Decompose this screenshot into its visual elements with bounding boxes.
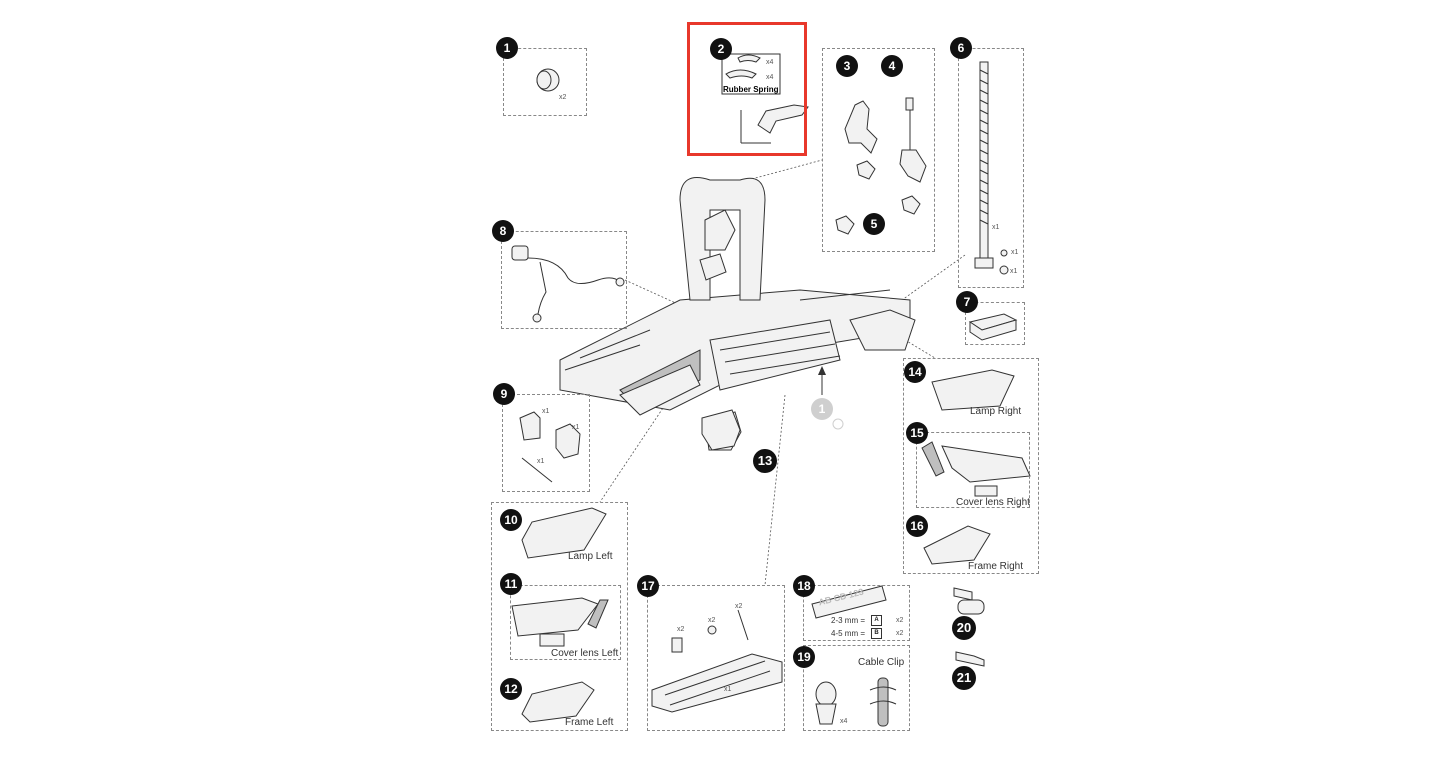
bike-carrier-assembly — [559, 177, 916, 451]
qty-part-1: x2 — [559, 94, 567, 101]
label-lamp-left: Lamp Left — [568, 551, 613, 562]
label-cover-lens-left: Cover lens Left — [551, 648, 619, 659]
part-17-box — [647, 585, 785, 731]
qty-part-17c: x2 — [735, 603, 743, 610]
label-cable-clip: Cable Clip — [858, 657, 905, 668]
housing-part — [701, 409, 741, 451]
qty-part-17b: x2 — [708, 617, 716, 624]
highlight-frame-part-2 — [687, 22, 807, 156]
label-frame-right: Frame Right — [968, 561, 1024, 572]
mounting-bracket-part — [519, 411, 581, 483]
number-plate-part — [811, 585, 887, 619]
qty-part-9b: x1 — [572, 424, 580, 431]
qty-part-19: x4 — [840, 718, 848, 725]
qty-part-6a: x1 — [992, 224, 1000, 231]
qty-part-2b: x4 — [766, 74, 774, 81]
cover-lens-right-part — [921, 441, 1031, 497]
part-1-box — [503, 48, 587, 116]
part-19-box — [803, 645, 910, 731]
license-plate-holder-part — [651, 609, 783, 713]
key-part — [955, 651, 985, 667]
qty-part-9c: x1 — [537, 458, 545, 465]
badge-5: 5 — [863, 213, 885, 235]
badge-16: 16 — [906, 515, 928, 537]
plate-row-a: 2-3 mm = — [831, 616, 866, 625]
badge-18: 18 — [793, 575, 815, 597]
cover-lens-left-part — [511, 597, 609, 647]
qty-part-9a: x1 — [542, 408, 550, 415]
badge-3: 3 — [836, 55, 858, 77]
label-frame-left: Frame Left — [565, 717, 614, 728]
badge-20: 20 — [952, 616, 976, 640]
qty-part-6b: x1 — [1011, 249, 1019, 256]
badge-1: 1 — [496, 37, 518, 59]
part-3-4-5-box — [822, 48, 935, 252]
plate-row-b: 4-5 mm = — [831, 629, 866, 638]
lamp-right-part — [931, 369, 1015, 411]
qty-part-18a: x2 — [896, 617, 904, 624]
badge-17: 17 — [637, 575, 659, 597]
badge-8: 8 — [492, 220, 514, 242]
badge-11: 11 — [500, 573, 522, 595]
part-7-box — [965, 302, 1025, 345]
label-lamp-right: Lamp Right — [970, 406, 1022, 417]
badge-7: 7 — [956, 291, 978, 313]
badge-13: 13 — [753, 449, 777, 473]
lock-cylinder-part — [953, 587, 985, 615]
frame-clamp-part — [835, 97, 927, 235]
badge-2: 2 — [710, 38, 732, 60]
lamp-left-part — [521, 507, 607, 559]
badge-15: 15 — [906, 422, 928, 444]
rubber-spring-part — [721, 53, 809, 144]
qty-part-18b: x2 — [896, 630, 904, 637]
badge-19: 19 — [793, 646, 815, 668]
qty-part-17d: x1 — [724, 686, 732, 693]
wiring-cable-part — [511, 245, 625, 323]
part-18-box — [803, 585, 910, 641]
badge-1-faded: 1 — [811, 398, 833, 420]
badge-21: 21 — [952, 666, 976, 690]
label-rubber-spring: Rubber Spring — [723, 85, 779, 94]
part-9-box — [502, 394, 590, 492]
right-lamp-group-box — [903, 358, 1039, 574]
cable-clip-part — [815, 677, 897, 727]
badge-12: 12 — [500, 678, 522, 700]
part-6-box — [958, 48, 1024, 288]
end-cap-part — [536, 68, 560, 92]
qty-part-2a: x4 — [766, 59, 774, 66]
plate-key-a: A — [871, 615, 882, 626]
threaded-rod-part — [974, 61, 1009, 275]
badge-14: 14 — [904, 361, 926, 383]
badge-9: 9 — [493, 383, 515, 405]
qty-part-6c: x1 — [1010, 268, 1018, 275]
part-15-box — [916, 432, 1030, 508]
qty-part-17a: x2 — [677, 626, 685, 633]
part-8-box — [501, 231, 627, 329]
frame-left-part — [521, 681, 595, 723]
badge-4: 4 — [881, 55, 903, 77]
grip-handle-part — [968, 313, 1018, 341]
badge-10: 10 — [500, 509, 522, 531]
left-lamp-group-box — [491, 502, 628, 731]
frame-right-part — [923, 525, 991, 565]
plate-key-b: B — [871, 628, 882, 639]
part-11-box — [510, 585, 621, 660]
label-cover-lens-right: Cover lens Right — [956, 497, 1030, 508]
badge-6: 6 — [950, 37, 972, 59]
